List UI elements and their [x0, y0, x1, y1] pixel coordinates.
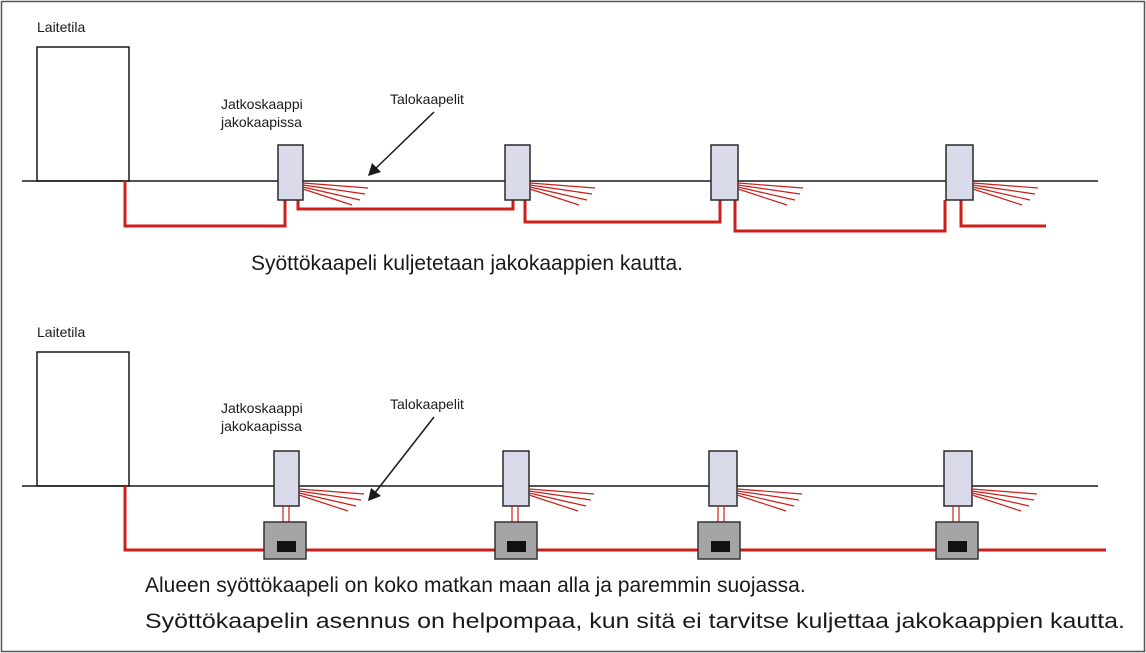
splice-vault	[494, 521, 538, 560]
cable-fan-icon	[737, 182, 804, 206]
caption-line1: Alueen syöttökaapeli on koko matkan maan…	[145, 574, 806, 597]
cabinet-label-line2: jakokaapissa	[220, 418, 302, 434]
cable-fan-icon	[298, 488, 365, 512]
cabinet	[502, 450, 530, 507]
equipment-room-label: Laitetila	[37, 19, 85, 35]
cabinet	[273, 450, 300, 507]
cabinet	[277, 144, 304, 201]
house-cables-label: Talokaapelit	[390, 396, 464, 412]
cabinet	[943, 450, 973, 507]
cabinet-label-line2: jakokaapissa	[220, 114, 302, 130]
diagram-bottom: Laitetila Jatkoskaappi jakokaapissa Talo…	[22, 324, 1125, 633]
feeder-cable	[123, 486, 1106, 552]
diagram-top: Laitetila Jatkoskaappi jakokaapissa Talo…	[22, 19, 1098, 275]
cabinet	[710, 144, 739, 201]
cable-fan-icon	[972, 182, 1039, 206]
equipment-room-box	[36, 351, 130, 487]
cabinet	[504, 144, 531, 201]
caption: Syöttökaapeli kuljetetaan jakokaappien k…	[251, 252, 683, 275]
cabinet-label-line1: Jatkoskaappi	[221, 400, 303, 416]
cable-fan-icon	[736, 488, 803, 512]
cabinet	[708, 450, 738, 507]
cable-fan-icon	[529, 182, 596, 206]
arrow-icon	[368, 416, 435, 501]
cabinet-label-line1: Jatkoskaappi	[221, 96, 303, 112]
cable-fan-icon	[302, 182, 369, 206]
arrow-icon	[368, 111, 435, 176]
house-cables-label: Talokaapelit	[390, 91, 464, 107]
cable-fan-icon	[971, 488, 1038, 512]
feeder-cable	[123, 181, 1046, 233]
caption-line2: Syöttökaapelin asennus on helpompaa, kun…	[145, 610, 1125, 633]
cabinet	[945, 144, 974, 201]
splice-vault	[263, 521, 307, 560]
equipment-room-box	[36, 46, 130, 182]
cable-fan-icon	[528, 488, 595, 512]
equipment-room-label: Laitetila	[37, 324, 85, 340]
splice-vault	[935, 521, 979, 560]
splice-vault	[697, 521, 741, 560]
